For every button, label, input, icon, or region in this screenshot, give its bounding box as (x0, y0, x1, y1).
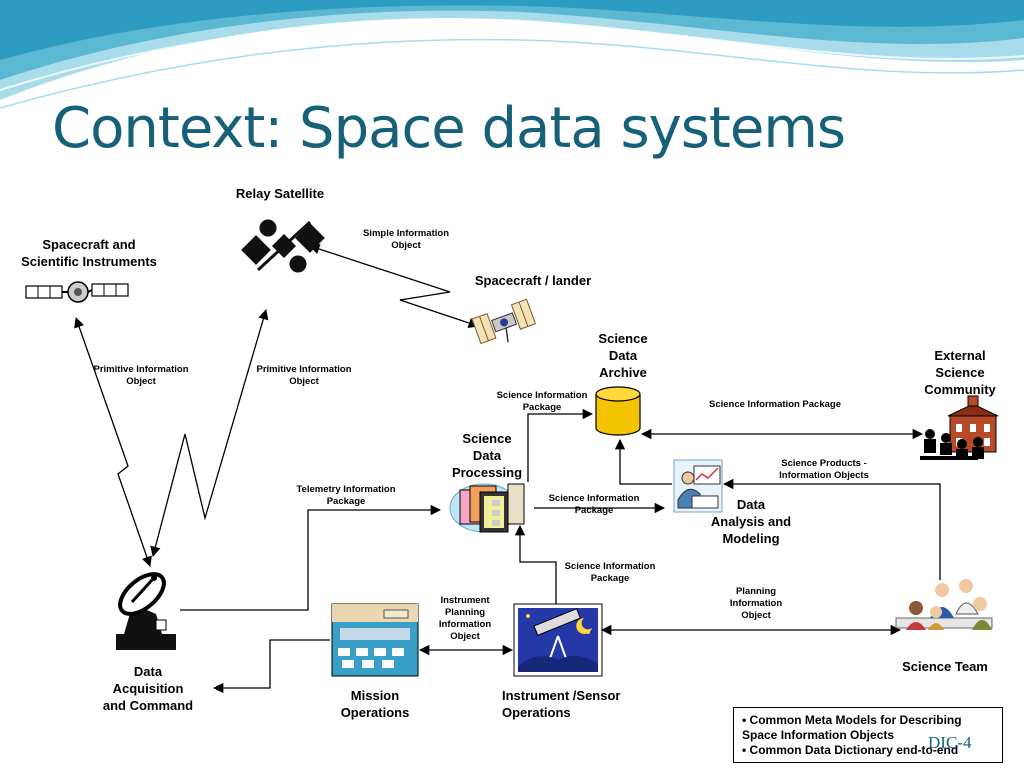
flow-mission-acq (212, 639, 330, 694)
note-line-3: • Common Data Dictionary end-to-end (742, 743, 959, 757)
flow-telemetry (180, 504, 442, 611)
spacecraft-lander-label: Spacecraft / lander (474, 273, 592, 288)
data-analysis-label: Data Analysis and Modeling (710, 497, 792, 546)
flow-label-sip-analysis: Science Information Package (548, 493, 640, 516)
relay-satellite-icon (241, 219, 325, 273)
flow-relay-dish (150, 309, 269, 558)
header-wave-banner (0, 0, 1024, 109)
flow-label-simple-info: Simple Information Object (362, 228, 450, 251)
flow-team-analysis (722, 478, 941, 580)
relay-satellite-label: Relay Satellite (235, 186, 325, 201)
spacecraft-instruments-label: Spacecraft and Scientific Instruments (21, 237, 157, 269)
flow-label-sip-instrument: Science Information Package (564, 561, 656, 584)
flow-label-science-products: Science Products - Information Objects (779, 458, 869, 481)
flow-instrument-processing (514, 524, 557, 604)
note-line-1: • Common Meta Models for Describing (742, 713, 962, 727)
archive-database-icon (595, 386, 641, 436)
flow-label-sip-archive: Science Information Package (496, 390, 588, 413)
flow-relay-lander (309, 243, 479, 328)
flow-label-primitive-left: Primitive Information Object (93, 364, 189, 387)
dish-antenna-icon (116, 572, 176, 650)
flow-label-planning: Planning Information Object (729, 586, 783, 621)
page-number: DIC-4 (928, 733, 972, 752)
flow-label-telemetry: Telemetry Information Package (296, 484, 396, 507)
science-data-processing-label: Science Data Processing (451, 431, 523, 480)
note-line-2: Space Information Objects (742, 728, 895, 742)
spacecraft-lander-icon (471, 298, 537, 345)
flow-processing-archive (527, 408, 594, 482)
science-team-label: Science Team (902, 659, 988, 674)
external-community-icon (920, 395, 999, 460)
slide-title: Context: Space data systems (52, 96, 846, 161)
flow-label-instrument-planning: Instrument Planning Information Object (438, 595, 492, 642)
telescope-icon (513, 603, 603, 677)
data-acquisition-label: Data Acquisition and Command (102, 664, 194, 713)
data-analysis-icon (673, 459, 723, 513)
mission-operations-label: Mission Operations (340, 688, 410, 720)
science-data-archive-label: Science Data Archive (598, 331, 648, 380)
flow-label-sip-external: Science Information Package (709, 399, 841, 410)
instrument-operations-label: Instrument /Sensor Operations (502, 688, 621, 720)
data-processing-icon (449, 483, 525, 533)
spacecraft-instruments-icon (25, 281, 129, 303)
mission-operations-icon (331, 603, 419, 677)
flow-spacecraft-dish (74, 317, 152, 567)
note-box: • Common Meta Models for Describing Spac… (733, 707, 1003, 763)
science-team-icon (895, 579, 993, 630)
external-community-label: External Science Community (924, 348, 996, 397)
flow-label-primitive-right: Primitive Information Object (256, 364, 352, 387)
flow-analysis-archive (614, 438, 672, 485)
